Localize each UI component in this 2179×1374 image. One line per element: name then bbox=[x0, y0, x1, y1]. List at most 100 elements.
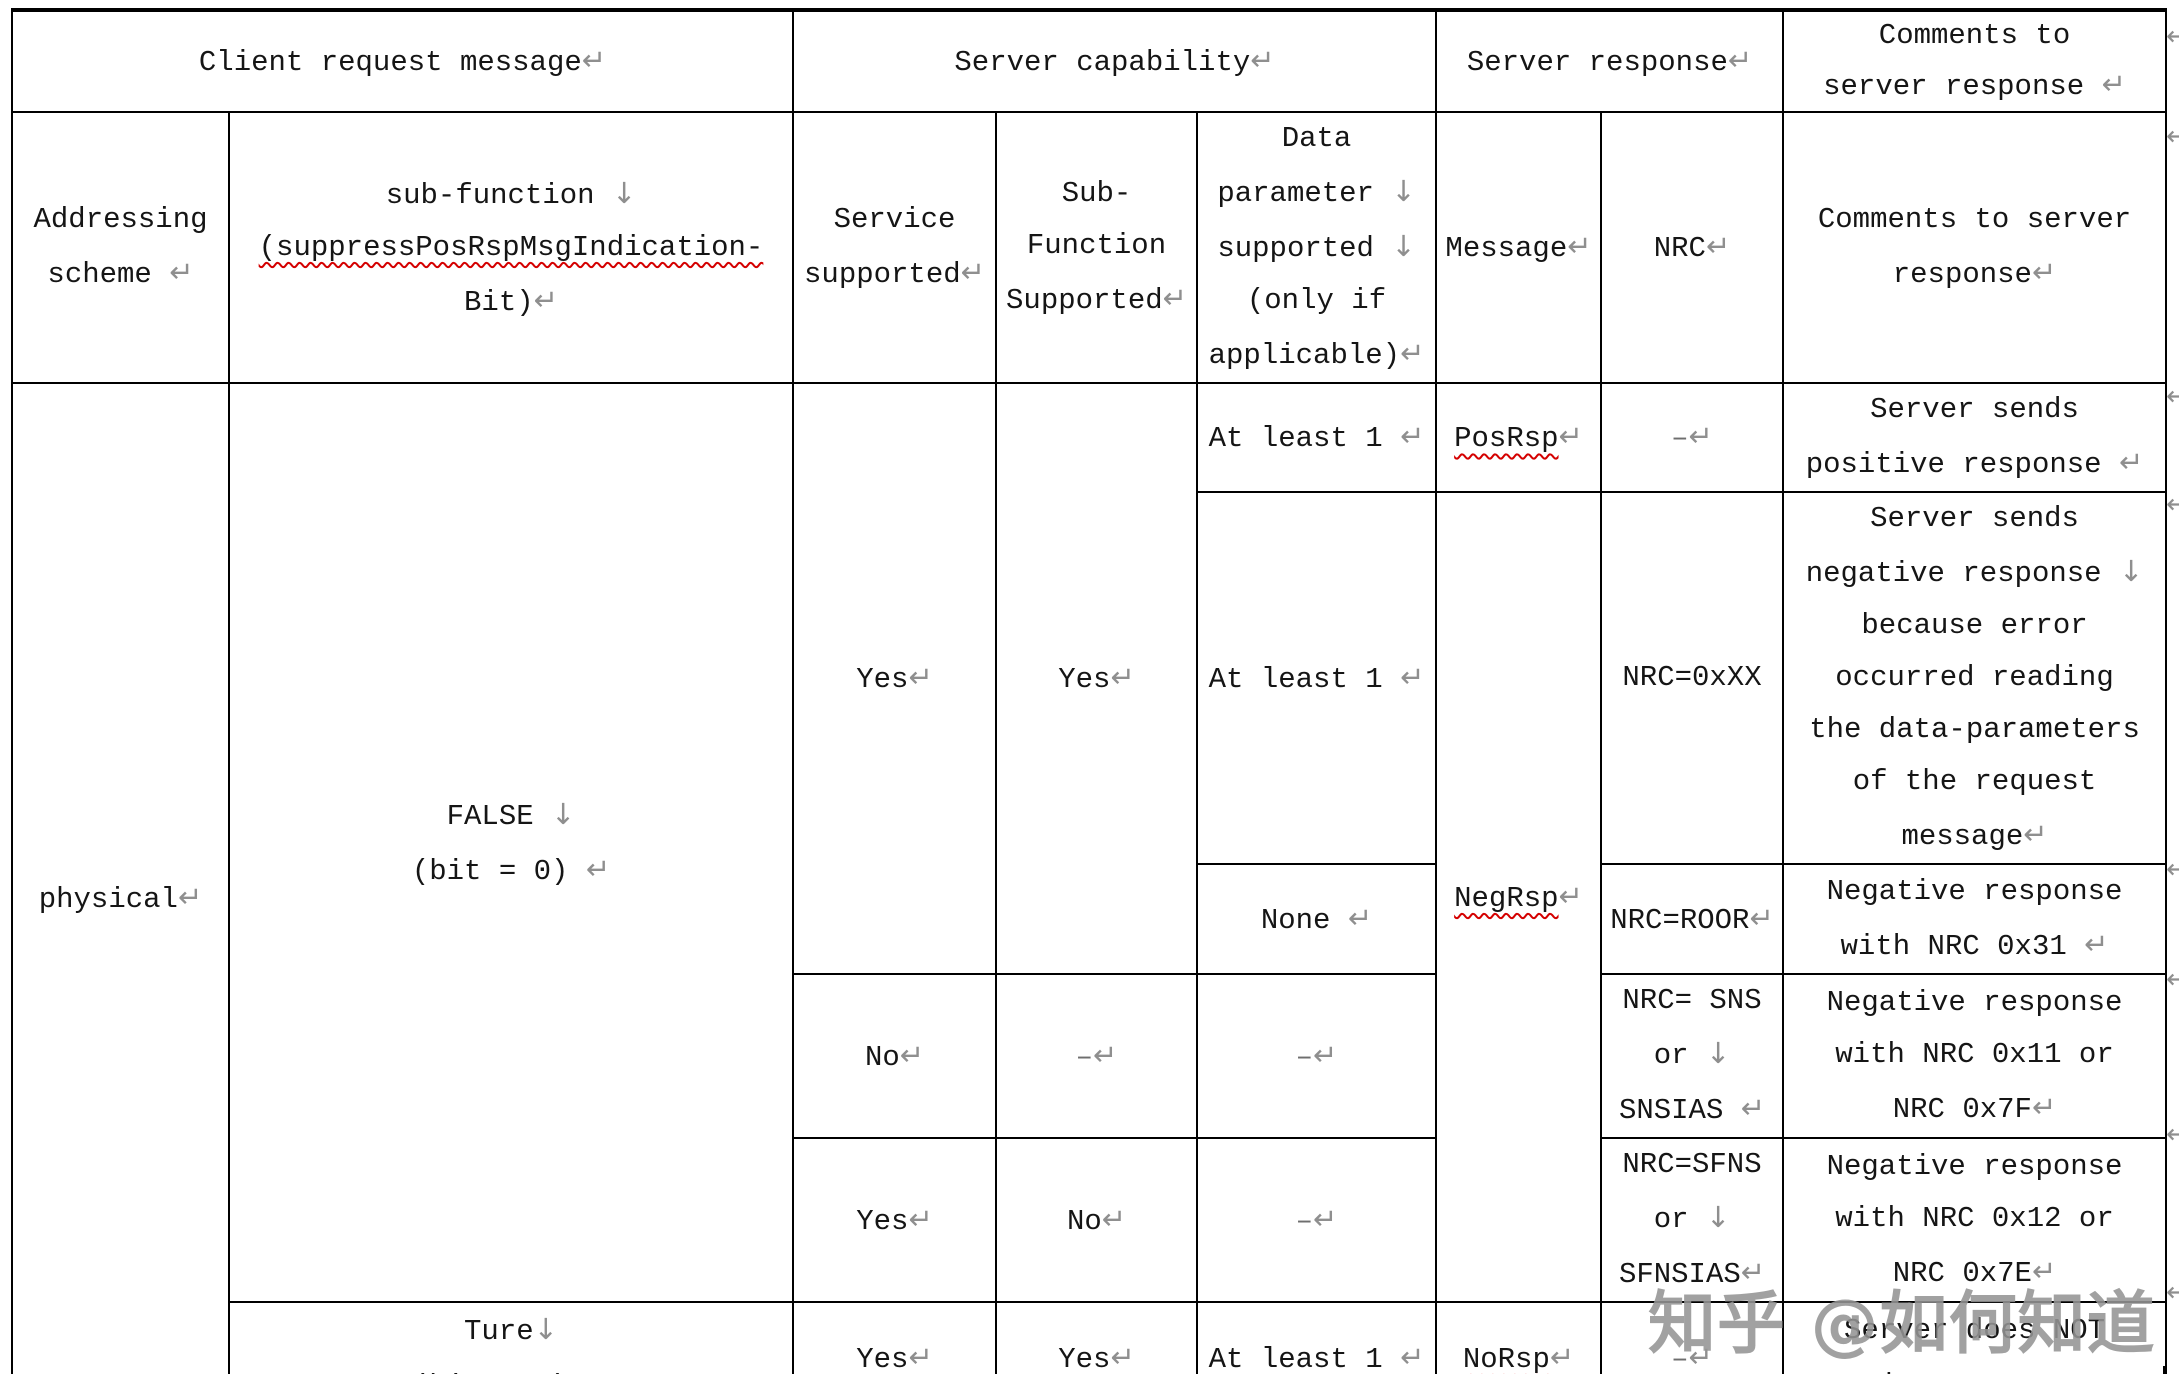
pilcrow-mark: ↵ bbox=[177, 880, 203, 914]
cell-text: At least 1 bbox=[1208, 1342, 1401, 1374]
cell-text: or bbox=[1653, 1039, 1706, 1072]
table-border-stub bbox=[1435, 1366, 1437, 1374]
pilcrow-mark: ↵ bbox=[1749, 900, 1774, 935]
cell-subfunction-supported-dash: –↵ bbox=[995, 973, 1198, 1139]
cell-h2-message: Message↵ bbox=[1435, 111, 1602, 384]
pilcrow-mark: ↵ bbox=[1110, 660, 1135, 694]
pilcrow-mark: ↵ bbox=[908, 660, 933, 694]
cell-text: NRC= SNS bbox=[1622, 984, 1762, 1017]
header-text: Service bbox=[833, 203, 956, 236]
pilcrow-mark: ↵ bbox=[2102, 1366, 2126, 1374]
linebreak-mark: ↓ bbox=[1391, 229, 1416, 263]
table-border-stub bbox=[995, 1366, 997, 1374]
table-border-stub bbox=[228, 1366, 230, 1374]
table-border-stub bbox=[1782, 1366, 1784, 1374]
cell-text: with NRC 0x12 or bbox=[1835, 1201, 2114, 1235]
cell-text: occurred reading bbox=[1835, 661, 2114, 694]
pilcrow-mark: ↵ bbox=[1688, 419, 1713, 453]
linebreak-mark: ↓ bbox=[533, 1312, 558, 1346]
linebreak-mark: ↓ bbox=[1391, 174, 1416, 208]
cell-text: – bbox=[1075, 1040, 1094, 1074]
row-end-mark: ↵ bbox=[2166, 381, 2179, 412]
cell-comment-negative-error: Server sends negative response ↓ because… bbox=[1782, 491, 2168, 865]
cell-nrc-0xxx: NRC=0xXX bbox=[1599, 491, 1785, 865]
cell-h2-service-supported: Service supported↵ bbox=[792, 111, 997, 384]
cell-text: NRC=ROOR bbox=[1610, 903, 1750, 937]
cell-addressing-physical: physical↵ bbox=[11, 382, 230, 1374]
spellcheck-word: PosRsp bbox=[1454, 422, 1559, 455]
pilcrow-mark: ↵ bbox=[2118, 445, 2144, 479]
pilcrow-mark: ↵ bbox=[585, 851, 611, 886]
header-text: scheme bbox=[47, 258, 170, 291]
pilcrow-mark: ↵ bbox=[908, 1339, 933, 1374]
cell-h1-client-request: Client request message↵ bbox=[11, 8, 794, 113]
cell-subfunction-ture: Ture↓ (bit = 1) ↵ bbox=[228, 1301, 794, 1374]
cell-text: SFNSIAS bbox=[1618, 1258, 1741, 1291]
cell-dataparam-at-least-1: At least 1 ↵ bbox=[1196, 491, 1437, 865]
cell-text: Server sends bbox=[1870, 393, 2079, 426]
header-text: Comments to bbox=[1878, 19, 2071, 52]
pilcrow-mark: ↵ bbox=[1400, 659, 1425, 694]
header-text: Message bbox=[1445, 232, 1568, 265]
pilcrow-mark: ↵ bbox=[2031, 1253, 2057, 1288]
cell-text: because error bbox=[1861, 609, 2088, 642]
table-border-stub bbox=[2163, 1366, 2165, 1374]
pilcrow-mark: ↵ bbox=[1313, 1201, 1338, 1236]
row-end-mark: ↵ bbox=[2166, 121, 2179, 152]
spellcheck-word: (suppressPosRspMsgIndication- bbox=[258, 230, 764, 264]
cell-text: Yes bbox=[856, 663, 909, 696]
pilcrow-mark: ↵ bbox=[1400, 336, 1425, 370]
header-text: supported bbox=[804, 258, 961, 291]
cell-text: NRC 0x7F bbox=[1892, 1092, 2032, 1126]
cell-service-supported-no: No↵ bbox=[792, 973, 997, 1139]
table-border-stub bbox=[1196, 1366, 1198, 1374]
header-text: Server response bbox=[1466, 46, 1728, 79]
cell-dataparam-none: None ↵ bbox=[1196, 863, 1437, 975]
cell-h2-data-parameter: Data parameter ↓ supported ↓ (only if ap… bbox=[1196, 111, 1437, 384]
header-text: applicable) bbox=[1208, 339, 1401, 372]
table-border-stub bbox=[1600, 1366, 1602, 1374]
cell-text: Negative response bbox=[1826, 1149, 2123, 1183]
cell-text: Server sends bbox=[1870, 502, 2079, 535]
cell-text: Yes bbox=[1058, 663, 1111, 696]
uds-response-behavior-table: Client request message↵ Server capabilit… bbox=[11, 8, 2168, 1374]
zhihu-watermark: 知乎 @如何知道 bbox=[1648, 1285, 2156, 1364]
cell-text: or bbox=[1653, 1203, 1706, 1236]
pilcrow-mark: ↵ bbox=[899, 1037, 925, 1072]
cell-subfunction-supported-yes2: Yes↵ bbox=[995, 1301, 1198, 1374]
header-text: Data bbox=[1281, 122, 1352, 155]
pilcrow-mark: ↵ bbox=[1101, 1201, 1127, 1236]
cell-h2-addressing-scheme: Addressing scheme ↵ bbox=[11, 111, 230, 384]
spellcheck-word: NoRsp bbox=[1462, 1342, 1550, 1374]
pilcrow-mark: ↵ bbox=[1740, 1091, 1766, 1125]
pilcrow-mark: ↵ bbox=[581, 43, 607, 77]
pilcrow-mark: ↵ bbox=[1549, 1339, 1575, 1374]
pilcrow-mark: ↵ bbox=[1705, 229, 1731, 263]
pilcrow-mark: ↵ bbox=[1347, 900, 1373, 935]
cell-dataparam-dash2: –↵ bbox=[1196, 1137, 1437, 1303]
pilcrow-mark: ↵ bbox=[586, 1367, 610, 1374]
header-text: server response bbox=[1823, 70, 2102, 103]
pilcrow-mark: ↵ bbox=[533, 282, 558, 317]
pilcrow-mark: ↵ bbox=[960, 255, 985, 289]
cell-h2-subfunction-supported: Sub- Function Supported↵ bbox=[995, 111, 1198, 384]
row-end-mark: ↵ bbox=[2166, 21, 2179, 52]
header-text: sub-function bbox=[385, 178, 612, 212]
cell-h1-server-capability: Server capability↵ bbox=[792, 8, 1437, 113]
header-text: Comments to server bbox=[1817, 203, 2132, 236]
cell-nrc-dash2: –↵ bbox=[1599, 1301, 1785, 1374]
pilcrow-mark: ↵ bbox=[1400, 1339, 1425, 1374]
row-end-mark: ↵ bbox=[2166, 1119, 2179, 1150]
row-end-mark: ↵ bbox=[2166, 854, 2179, 885]
cell-text: NRC=0xXX bbox=[1622, 661, 1762, 694]
header-text: Addressing bbox=[33, 203, 208, 236]
cell-text: the data-parameters bbox=[1809, 713, 2140, 746]
linebreak-mark: ↓ bbox=[1705, 1200, 1731, 1234]
row-end-mark: ↵ bbox=[2166, 964, 2179, 995]
cell-text: – bbox=[1671, 1342, 1689, 1374]
header-text: Bit) bbox=[464, 285, 534, 319]
cell-h2-sub-function: sub-function ↓ (suppressPosRspMsgIndicat… bbox=[228, 111, 794, 384]
linebreak-mark: ↓ bbox=[1705, 1036, 1731, 1070]
cell-text: message bbox=[1901, 820, 2024, 853]
